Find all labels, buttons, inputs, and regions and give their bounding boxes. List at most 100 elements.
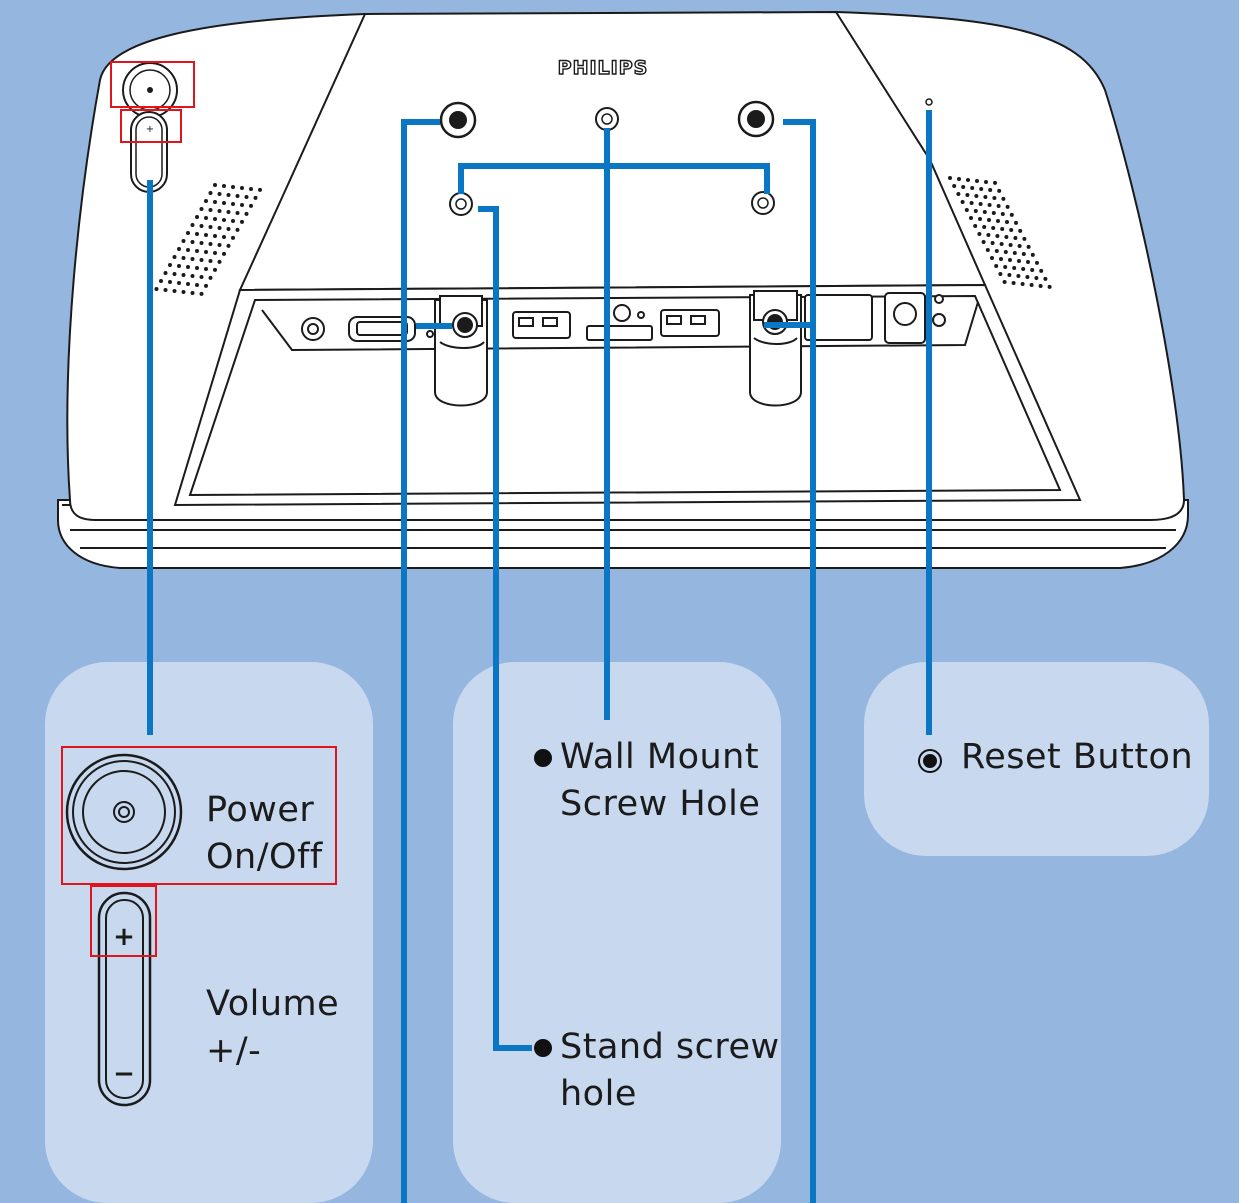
grill-dot (177, 281, 181, 285)
grill-dot (999, 257, 1003, 261)
reset-hole (925, 98, 933, 106)
leader-stand-bracket (458, 163, 770, 194)
wall-mount-label-line2: Screw Hole (560, 784, 761, 824)
grill-dot (1029, 283, 1034, 287)
grill-dot (1021, 267, 1026, 271)
grill-dot (1018, 228, 1023, 233)
grill-dot (163, 271, 168, 275)
grill-dot (1039, 268, 1044, 273)
grill-dot (199, 224, 204, 228)
volume-plus-icon: + (113, 922, 135, 952)
volume-label-line2: +/- (206, 1031, 262, 1071)
grill-dot (190, 223, 195, 227)
grill-dot (957, 177, 961, 181)
power-label: Power On/Off (206, 787, 323, 881)
grill-dot (213, 183, 217, 187)
power-button-icon (65, 753, 183, 871)
reset-button-label: Reset Button (961, 737, 1194, 777)
grill-dot (208, 259, 213, 263)
grill-dot (240, 203, 244, 207)
brand-logo: PHILIPS (558, 57, 649, 79)
grill-dot (1012, 251, 1017, 255)
grill-dot (181, 273, 186, 277)
grill-dot (1047, 284, 1052, 289)
grill-dot (186, 265, 190, 269)
grill-dot (1030, 268, 1035, 272)
grill-dot (204, 250, 208, 254)
power-label-line2: On/Off (206, 837, 323, 877)
leader-lines (147, 110, 932, 1203)
leader-stand-screw (478, 206, 532, 1051)
grill-dot (1011, 281, 1016, 285)
grill-dot (1020, 282, 1025, 286)
stand-screw-hole-right (751, 191, 775, 215)
power-label-line1: Power (206, 790, 315, 830)
grill-dot (1007, 273, 1012, 277)
grill-dot (948, 176, 952, 180)
grill-dot (1035, 260, 1039, 265)
stand-hinge-right (749, 290, 802, 407)
grill-dot (987, 218, 991, 222)
grill-dot (1000, 212, 1005, 216)
grill-dot (991, 226, 996, 230)
grill-dot (974, 194, 979, 198)
grill-dot (1012, 266, 1017, 270)
grill-dot (990, 256, 994, 260)
screw-hole-card (453, 662, 781, 1203)
grill-dot (226, 243, 231, 248)
grill-dot (964, 208, 969, 212)
grill-dot (973, 209, 978, 213)
grill-dot (163, 288, 168, 292)
wall-mount-label: Wall Mount Screw Hole (560, 734, 760, 828)
grill-dot (199, 258, 204, 262)
grill-dot (1003, 250, 1008, 254)
wall-mount-screw-hole-left (439, 101, 477, 139)
grill-dot (235, 194, 240, 198)
grill-dot (1014, 220, 1018, 225)
grill-dot (969, 216, 973, 220)
grill-dot (204, 199, 208, 203)
grill-dot (231, 202, 235, 206)
grill-dot (204, 267, 208, 271)
grill-dot (1038, 284, 1043, 288)
grill-dot (982, 225, 987, 229)
grill-dot (190, 240, 195, 244)
grill-dot (217, 209, 222, 213)
grill-dot (177, 247, 181, 251)
grill-dot (996, 204, 1001, 208)
grill-dot (992, 196, 997, 200)
grill-dot (982, 210, 987, 214)
grill-dot (186, 231, 190, 235)
grill-dot (978, 202, 983, 206)
grill-dot (231, 219, 235, 223)
grill-dot (226, 193, 231, 197)
stand-screw-hole-left (449, 192, 473, 216)
svg-text:+: + (146, 124, 154, 135)
grill-dot (1008, 243, 1013, 247)
grill-dot (253, 195, 258, 200)
grill-dot (186, 282, 190, 286)
grill-dot (1013, 236, 1018, 240)
grill-dot (1017, 259, 1021, 263)
grill-dot (199, 291, 204, 296)
grill-dot (181, 256, 186, 260)
power-label-highlight (61, 746, 337, 885)
grill-dot (990, 241, 995, 245)
reset-card (864, 662, 1209, 856)
volume-label: Volume +/- (206, 981, 339, 1075)
reset-bullet (920, 751, 940, 771)
grill-dot (244, 211, 249, 216)
grill-dot (222, 184, 226, 188)
grill-dot (217, 243, 222, 247)
center-screw-hole (595, 107, 619, 131)
grill-dot (222, 235, 226, 239)
grill-dot (172, 289, 177, 293)
grill-dot (195, 232, 199, 236)
grill-dot (222, 218, 226, 222)
device-power-highlight (110, 61, 195, 108)
grill-dot (217, 259, 222, 264)
grill-dot (994, 264, 999, 268)
grill-dot (213, 200, 217, 204)
grill-dot (213, 267, 217, 272)
grill-dot (213, 217, 217, 221)
